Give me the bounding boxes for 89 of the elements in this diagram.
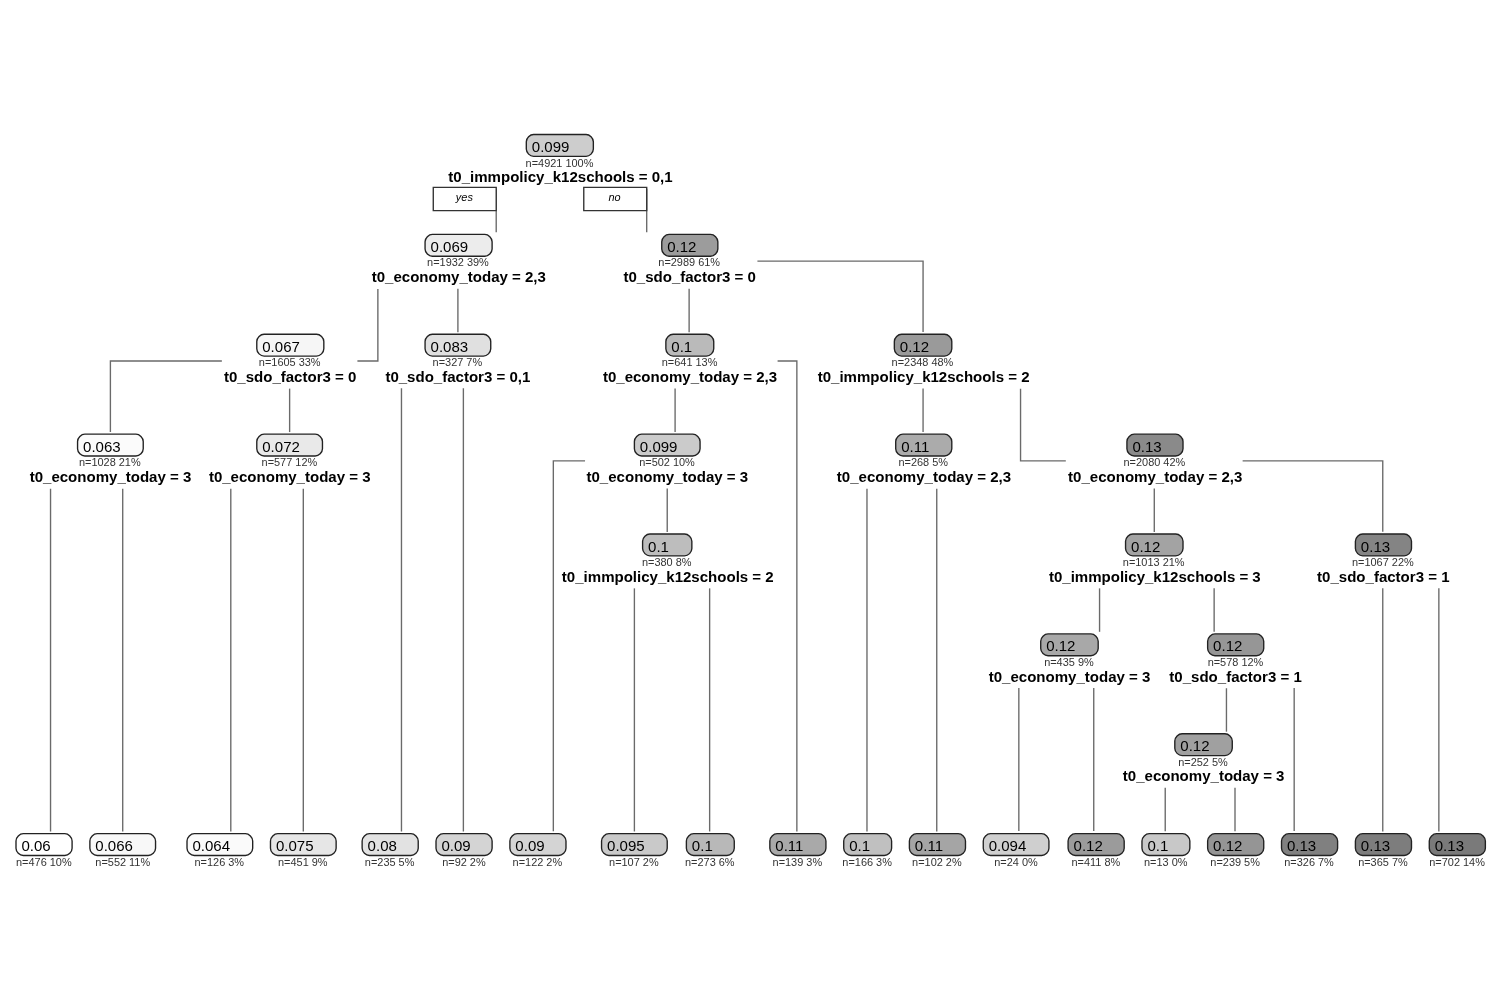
connector: [302, 487, 304, 832]
node-label: n=476 10%: [16, 855, 72, 868]
node-label: n=268 5%: [898, 455, 949, 468]
connector: [1153, 487, 1155, 533]
node-label: n=365 7%: [1358, 855, 1408, 868]
node-label: n=252 5%: [1178, 755, 1228, 768]
node-label: n=1067 22%: [1351, 555, 1414, 568]
node-label: t0_immpolicy_k12schools = 2: [561, 567, 774, 585]
node-label: t0_immpolicy_k12schools = 3: [1048, 567, 1261, 585]
connector: [1293, 686, 1295, 832]
node-label: t0_sdo_factor3 = 0: [223, 367, 357, 385]
node-label: t0_economy_today = 3: [1122, 766, 1285, 784]
node-label: t0_economy_today = 2,3: [371, 267, 546, 285]
node-label: n=2348 48%: [891, 355, 954, 368]
node-label: n=1932 39%: [427, 255, 489, 268]
node-label: t0_economy_today = 2,3: [1068, 467, 1243, 485]
connector: [1019, 387, 1067, 461]
connector: [708, 587, 711, 832]
node-label: n=122 2%: [512, 855, 563, 868]
node-label: n=2080 42%: [1123, 455, 1186, 468]
connector: [666, 487, 668, 533]
node-label: t0_economy_today = 3: [586, 467, 749, 485]
node-label: n=578 12%: [1207, 655, 1264, 668]
node-label: n=1605 33%: [258, 355, 321, 368]
node-label: t0_economy_today = 3: [29, 467, 192, 485]
connector: [1018, 686, 1020, 832]
connector: [462, 387, 465, 832]
edge-label: yes: [455, 190, 473, 203]
node-label: n=239 5%: [1210, 855, 1260, 868]
connector: [1382, 587, 1384, 832]
connector: [49, 487, 52, 832]
connector: [288, 387, 291, 433]
node-label: t0_sdo_factor3 = 0,1: [385, 367, 531, 385]
connector: [230, 487, 232, 832]
connector: [936, 487, 938, 832]
connector: [866, 487, 868, 832]
connector: [1234, 786, 1236, 832]
node-label: t0_immpolicy_k12schools = 0,1: [448, 167, 673, 185]
node-label: n=139 3%: [772, 855, 823, 868]
node-label: n=13 0%: [1144, 855, 1188, 868]
node-label: n=326 7%: [1284, 855, 1334, 868]
node-label: n=126 3%: [194, 855, 245, 868]
connector: [1213, 587, 1215, 632]
node-label: t0_sdo_factor3 = 1: [1169, 667, 1302, 684]
connector: [400, 387, 403, 832]
node-label: n=702 14%: [1429, 855, 1485, 868]
node-label: n=4921 100%: [525, 156, 594, 169]
node-label: n=380 8%: [641, 555, 692, 568]
node-label: n=273 6%: [685, 855, 735, 868]
node-label: t0_economy_today = 3: [208, 467, 371, 485]
connector: [552, 459, 586, 832]
connector: [633, 587, 636, 832]
node-label: t0_sdo_factor3 = 0: [623, 267, 756, 285]
node-label: n=235 5%: [364, 855, 415, 868]
node-label: n=107 2%: [609, 855, 659, 868]
connector: [1438, 587, 1440, 832]
connector: [122, 487, 124, 832]
edge-label: no: [608, 190, 621, 203]
connector: [674, 387, 676, 433]
connector: [1093, 686, 1095, 832]
node-label: n=641 13%: [661, 355, 718, 368]
connector: [1241, 459, 1384, 533]
node-label: t0_economy_today = 2,3: [836, 467, 1012, 485]
node-label: n=552 11%: [95, 855, 151, 868]
node-label: n=2989 61%: [658, 255, 721, 268]
node-label: t0_sdo_factor3 = 1: [1317, 567, 1450, 585]
connector: [109, 359, 223, 433]
node-label: n=166 3%: [842, 855, 892, 868]
connector: [1225, 687, 1228, 732]
connector: [1164, 786, 1166, 832]
node-label: n=1028 21%: [78, 455, 141, 468]
node-label: n=327 7%: [432, 355, 483, 368]
node-label: n=24 0%: [994, 855, 1038, 868]
node-label: n=92 2%: [442, 855, 486, 868]
node-label: n=411 8%: [1071, 855, 1121, 868]
node-label: t0_economy_today = 3: [988, 667, 1151, 684]
node-label: t0_immpolicy_k12schools = 2: [817, 367, 1030, 385]
node-label: n=102 2%: [912, 855, 962, 868]
connector: [457, 287, 459, 333]
connector: [688, 287, 690, 333]
node-label: n=577 12%: [261, 455, 318, 468]
node-label: n=1013 21%: [1122, 555, 1185, 568]
node-label: t0_economy_today = 2,3: [602, 367, 778, 385]
connector: [922, 387, 924, 433]
node-label: n=502 10%: [639, 455, 695, 468]
connector: [756, 259, 924, 333]
node-label: n=435 9%: [1044, 655, 1094, 668]
node-label: n=451 9%: [277, 855, 328, 868]
connector: [1098, 587, 1101, 632]
